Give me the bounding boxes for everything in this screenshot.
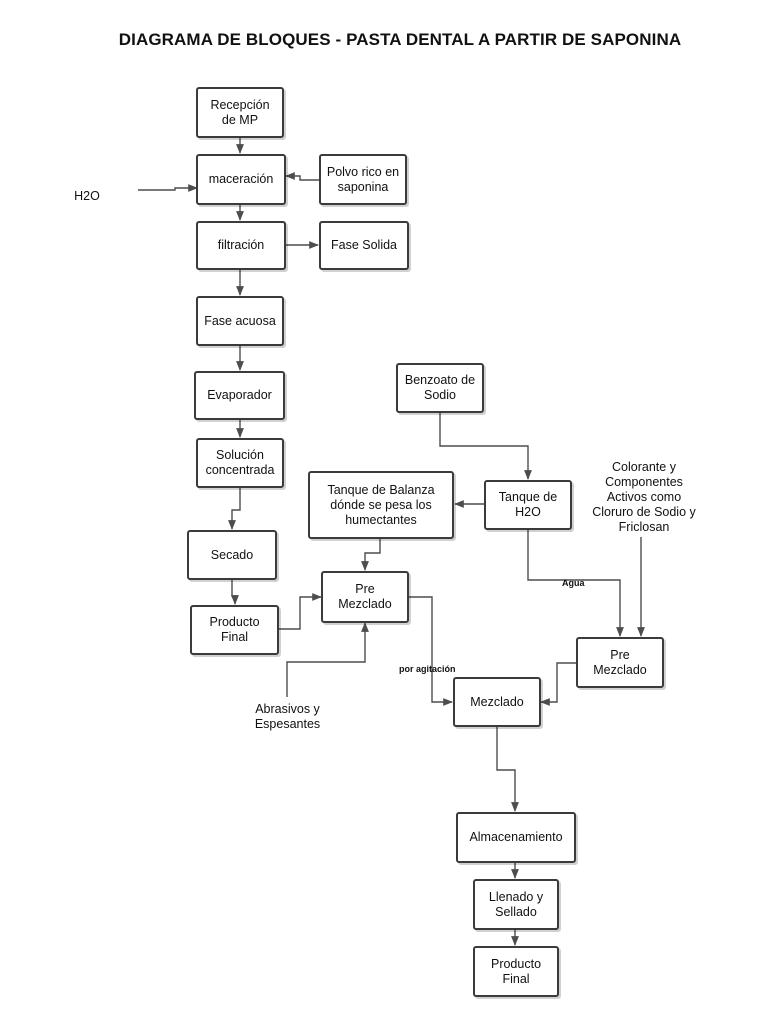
block-fase-solida: Fase Solida <box>319 221 409 270</box>
arrow-balanza-premezclado <box>361 539 381 571</box>
arrow-premezclado-mezclado <box>409 596 453 706</box>
arrow-tanqueh2o-premezclado2 <box>527 530 624 637</box>
input-h2o-label: H2O <box>74 189 100 203</box>
block-label: filtración <box>217 238 265 252</box>
block-secado: Secado <box>187 530 277 580</box>
block-recepcion-mp: Recepción de MP <box>196 87 284 138</box>
block-producto-final-2: Producto Final <box>473 946 559 997</box>
block-filtracion: filtración <box>196 221 286 270</box>
block-label: Solución concentrada <box>205 448 275 477</box>
block-label: Fase Solida <box>330 238 397 252</box>
block-label: Producto Final <box>490 956 542 986</box>
arrow-abrasivos-premezclado <box>286 622 369 697</box>
arrow-premezclado2-mezclado <box>540 662 576 706</box>
block-evaporador: Evaporador <box>194 371 285 420</box>
block-producto-final-1: Producto Final <box>190 605 279 655</box>
block-benzoato-sodio: Benzoato de Sodio <box>396 363 484 413</box>
arrow-secado-producto <box>231 580 239 605</box>
block-almacenamiento: Almacenamiento <box>456 812 576 863</box>
input-colorante-label: Colorante y Componentes Activos como Clo… <box>592 460 696 534</box>
block-pre-mezclado-2: Pre Mezclado <box>576 637 664 688</box>
block-label: Almacenamiento <box>469 830 563 844</box>
arrow-polvo-maceracion <box>285 172 320 181</box>
block-label: Recepción de MP <box>210 97 270 127</box>
block-label: Benzoato de Sodio <box>404 373 476 402</box>
block-maceracion: maceración <box>196 154 286 205</box>
block-mezclado: Mezclado <box>453 677 541 727</box>
block-tanque-h2o: Tanque de H2O <box>484 480 572 530</box>
block-tanque-balanza: Tanque de Balanza dónde se pesa los hume… <box>308 471 454 539</box>
input-abrasivos-label: Abrasivos y Espesantes <box>254 702 321 731</box>
arrow-h2o-maceracion <box>138 184 198 192</box>
block-llenado-sellado: Llenado y Sellado <box>473 879 559 930</box>
block-label: Secado <box>210 547 254 562</box>
block-label: Tanque de H2O <box>498 490 558 519</box>
block-fase-acuosa: Fase acuosa <box>196 296 284 346</box>
arrow-solucion-secado <box>228 488 241 530</box>
arrow-mezclado-almacenamiento <box>496 727 519 812</box>
arrow-benzoato-tanqueh2o <box>439 413 532 480</box>
block-label: Evaporador <box>207 388 272 402</box>
arrow-producto-premezclado <box>279 593 322 630</box>
agua-edge-label: Agua <box>562 578 585 588</box>
block-label: Polvo rico en saponina <box>326 164 400 194</box>
block-polvo-saponina: Polvo rico en saponina <box>319 154 407 205</box>
block-label: Producto Final <box>209 615 260 644</box>
diagram-title: DIAGRAMA DE BLOQUES - PASTA DENTAL A PAR… <box>118 30 682 49</box>
por-agitacion-edge-label: por agitación <box>399 664 456 674</box>
block-label: Pre Mezclado <box>338 582 392 611</box>
block-solucion-concentrada: Solución concentrada <box>196 438 284 488</box>
block-label: Pre Mezclado <box>593 647 647 677</box>
block-label: Mezclado <box>470 694 524 709</box>
block-label: Fase acuosa <box>204 313 276 328</box>
block-label: Tanque de Balanza dónde se pesa los hume… <box>327 482 435 527</box>
block-label: Llenado y Sellado <box>488 889 544 919</box>
block-pre-mezclado-1: Pre Mezclado <box>321 571 409 623</box>
block-label: maceración <box>208 172 274 186</box>
